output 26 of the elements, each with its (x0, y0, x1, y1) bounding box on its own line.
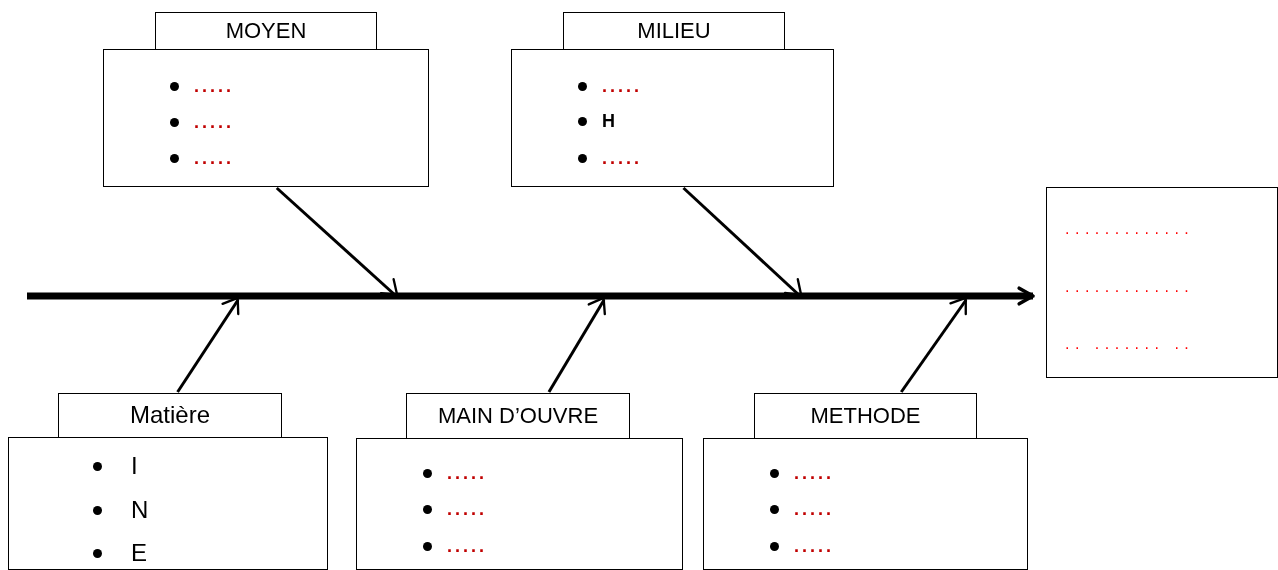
list-item: I (131, 454, 138, 478)
arrow (176, 296, 240, 393)
placeholder-dots: .. ....... .. (1065, 336, 1195, 352)
list-item: ..... (602, 77, 642, 95)
list-item: ..... (602, 149, 642, 167)
list-item: N (131, 498, 149, 522)
arrow (547, 296, 606, 393)
placeholder-dots: ............. (1065, 279, 1195, 295)
category-heading: MAIN D’OUVRE (406, 393, 630, 439)
list-item: ..... (194, 113, 234, 131)
category-heading: MOYEN (155, 12, 377, 50)
category-heading: MILIEU (563, 12, 785, 50)
placeholder-dots: ............. (1065, 221, 1195, 237)
list-item: ..... (447, 464, 487, 482)
arrow (900, 296, 968, 393)
list-item: ..... (194, 149, 234, 167)
list-item: H (602, 112, 615, 130)
list-item: ..... (447, 500, 487, 518)
list-item: ..... (447, 537, 487, 555)
list-item: ..... (794, 500, 834, 518)
list-item: ..... (794, 537, 834, 555)
category-heading: Matière (58, 393, 282, 438)
list-item: E (131, 541, 147, 565)
list-item: ..... (194, 77, 234, 95)
list-item: ..... (794, 464, 834, 482)
category-heading: METHODE (754, 393, 977, 439)
